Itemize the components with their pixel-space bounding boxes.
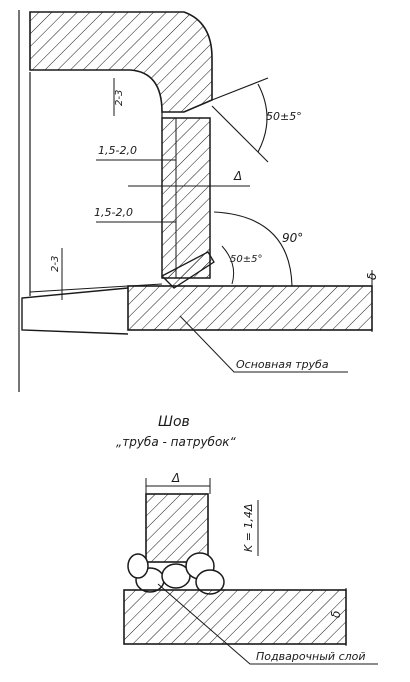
gap-label-bottom: 2-3 xyxy=(50,256,61,272)
angle-label-top: 50±5° xyxy=(266,110,302,123)
branch-pipe-inner-line xyxy=(29,72,163,296)
delta-label-upper: Δ xyxy=(233,169,242,183)
branch-pipe-wall xyxy=(29,11,213,113)
main-pipe-leader xyxy=(179,315,348,373)
bevel-line-top-lower xyxy=(211,105,269,163)
delta-label-lower: Δ xyxy=(171,471,180,485)
angle-arc-90 xyxy=(213,211,293,287)
caption-title: Шов xyxy=(158,414,190,430)
thickness-label-upper: δ xyxy=(365,273,379,280)
weld-metal-block xyxy=(161,117,211,279)
angle-arc-bottom xyxy=(221,245,235,285)
main-pipe-left-end xyxy=(21,287,129,335)
lower-section-view: Δ K = 1,4Δ δ Подварочный слой xyxy=(123,471,378,665)
dim-label-upper: 1,5-2,0 xyxy=(98,144,137,157)
backing-layer-label: Подварочный слой xyxy=(256,650,366,663)
gap-label-top: 2-3 xyxy=(114,90,125,106)
angle-label-bottom: 50±5° xyxy=(230,254,262,265)
weld-bead-5 xyxy=(127,553,149,579)
leg-size-label: K = 1,4Δ xyxy=(242,504,255,552)
main-pipe-wall xyxy=(127,285,373,331)
main-pipe-label: Основная труба xyxy=(236,358,329,371)
angle-label-90: 90° xyxy=(282,231,303,245)
caption-subtitle: „труба - патрубок“ xyxy=(116,435,237,449)
dim-label-lower: 1,5-2,0 xyxy=(94,206,133,219)
main-pipe-section xyxy=(123,589,347,645)
upper-section-view: 50±5° 2-3 1,5-2,0 Δ 1,5-2,0 90° 50±5° 2-… xyxy=(18,10,379,392)
weld-root-bevel xyxy=(160,251,215,289)
backing-layer-leader xyxy=(157,583,378,665)
angle-arc-top xyxy=(257,83,268,153)
thickness-label-lower: δ xyxy=(329,611,343,618)
branch-pipe-section xyxy=(145,493,209,563)
bevel-line-top-upper xyxy=(211,77,269,101)
